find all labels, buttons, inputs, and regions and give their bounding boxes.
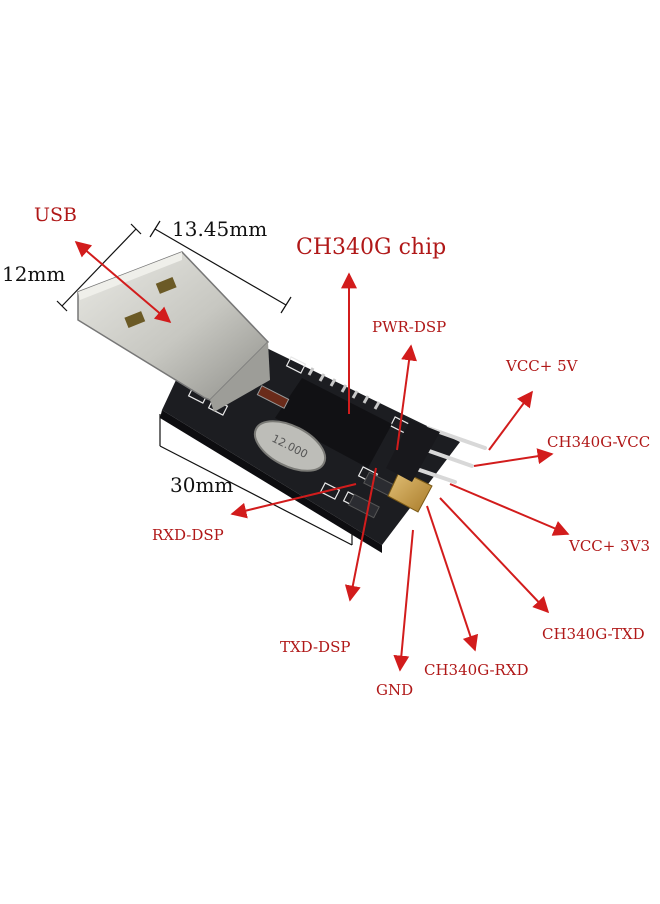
pin-header-housing [386, 420, 440, 482]
chip-label: CH340G chip [296, 235, 447, 260]
ch340g-rxd-label: CH340G-RXD [424, 661, 529, 679]
vcc-5v-label: VCC+ 5V [506, 357, 578, 375]
vcc-3v3-label: VCC+ 3V3 [569, 537, 651, 555]
usb-label: USB [34, 204, 77, 226]
crystal-oscillator: 12.000 [253, 420, 327, 472]
ch340g-chip [275, 367, 392, 468]
vcc-3v3-arrow [449, 483, 570, 536]
connector-width-label: 12mm [2, 262, 66, 286]
pwr-dsp-label: PWR-DSP [372, 318, 447, 336]
diode [256, 385, 290, 409]
txd-dsp-arrow [344, 467, 377, 602]
vcc-5v-arrow [488, 390, 533, 451]
rxd-dsp-label: RXD-DSP [152, 526, 224, 544]
ch340g-txd-arrow [439, 497, 550, 614]
annotation-arrows [74, 240, 570, 672]
txd-dsp-label: TXD-DSP [280, 638, 351, 656]
gnd-arrow [393, 529, 414, 672]
board-length-label: 30mm [170, 473, 234, 497]
ch340g-vcc-label: CH340G-VCC [547, 433, 651, 451]
usb-arrow [74, 240, 172, 324]
ch340g-vcc-arrow [473, 448, 554, 467]
gnd-label: GND [376, 681, 414, 699]
rxd-dsp-arrow [230, 483, 357, 519]
connector-length-label: 13.45mm [172, 217, 268, 241]
ch340g-rxd-arrow [426, 505, 479, 652]
jumper-cap [387, 469, 433, 513]
pwr-dsp-arrow [396, 344, 418, 451]
ch340g-txd-label: CH340G-TXD [542, 625, 645, 643]
